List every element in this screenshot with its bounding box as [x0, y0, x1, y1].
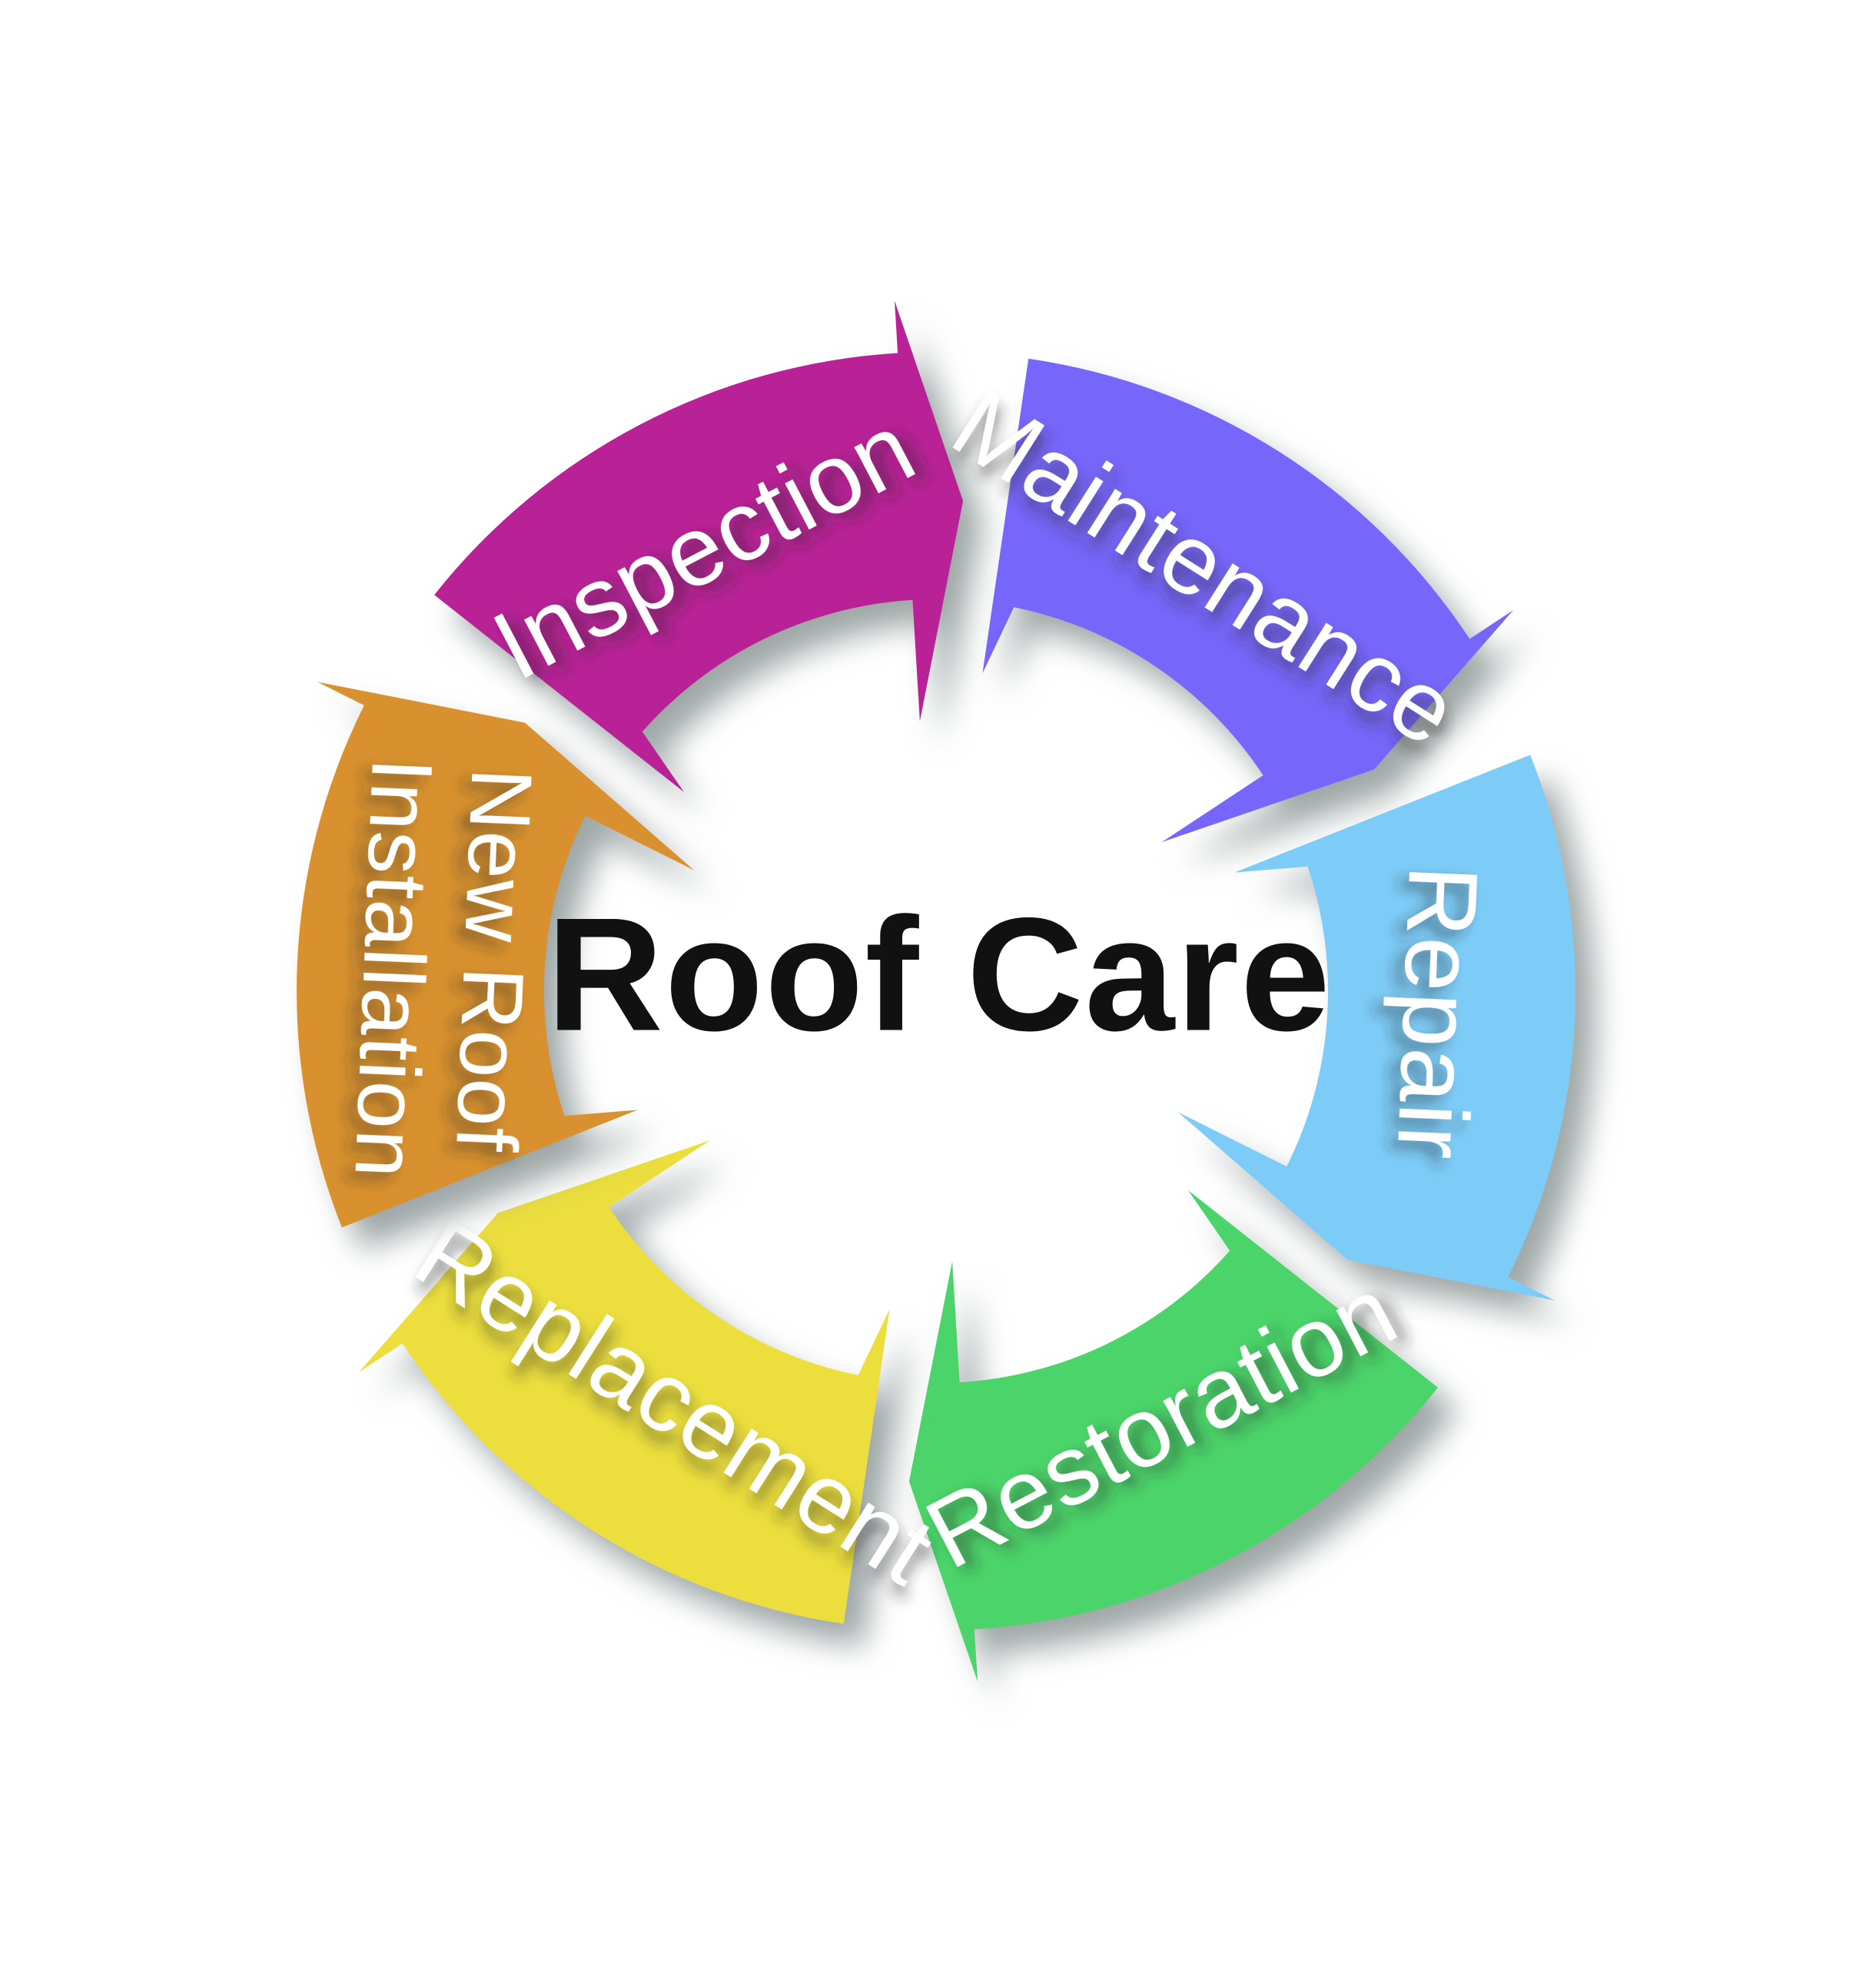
center-title: Roof Care [546, 884, 1331, 1064]
segment-repair-label: Repair [1376, 863, 1499, 1162]
segment-new-roof-installation-label-line2: Installation [337, 756, 451, 1180]
segment-new-roof-installation-label: New Roof Installation [337, 756, 551, 1185]
segment-replacement-arrow[interactable] [359, 1140, 890, 1624]
segment-maintenance-arrow[interactable] [982, 358, 1513, 842]
segment-new-roof-installation-arrow[interactable] [296, 682, 695, 1228]
segment-maintenance[interactable]: Maintenance [935, 358, 1513, 842]
segment-repair[interactable]: Repair [1177, 755, 1576, 1301]
segment-repair-arrow[interactable] [1177, 755, 1576, 1301]
segment-new-roof-installation-label-line1: New Roof [438, 766, 550, 1154]
segment-restoration[interactable]: Restoration [908, 1190, 1438, 1682]
segment-new-roof-installation[interactable]: New Roof Installation [296, 682, 695, 1228]
segment-replacement[interactable]: Replacement [359, 1140, 953, 1624]
segment-restoration-arrow[interactable] [908, 1190, 1438, 1682]
segment-inspection-arrow[interactable] [434, 300, 964, 792]
segment-inspection[interactable]: Inspection [434, 300, 964, 792]
